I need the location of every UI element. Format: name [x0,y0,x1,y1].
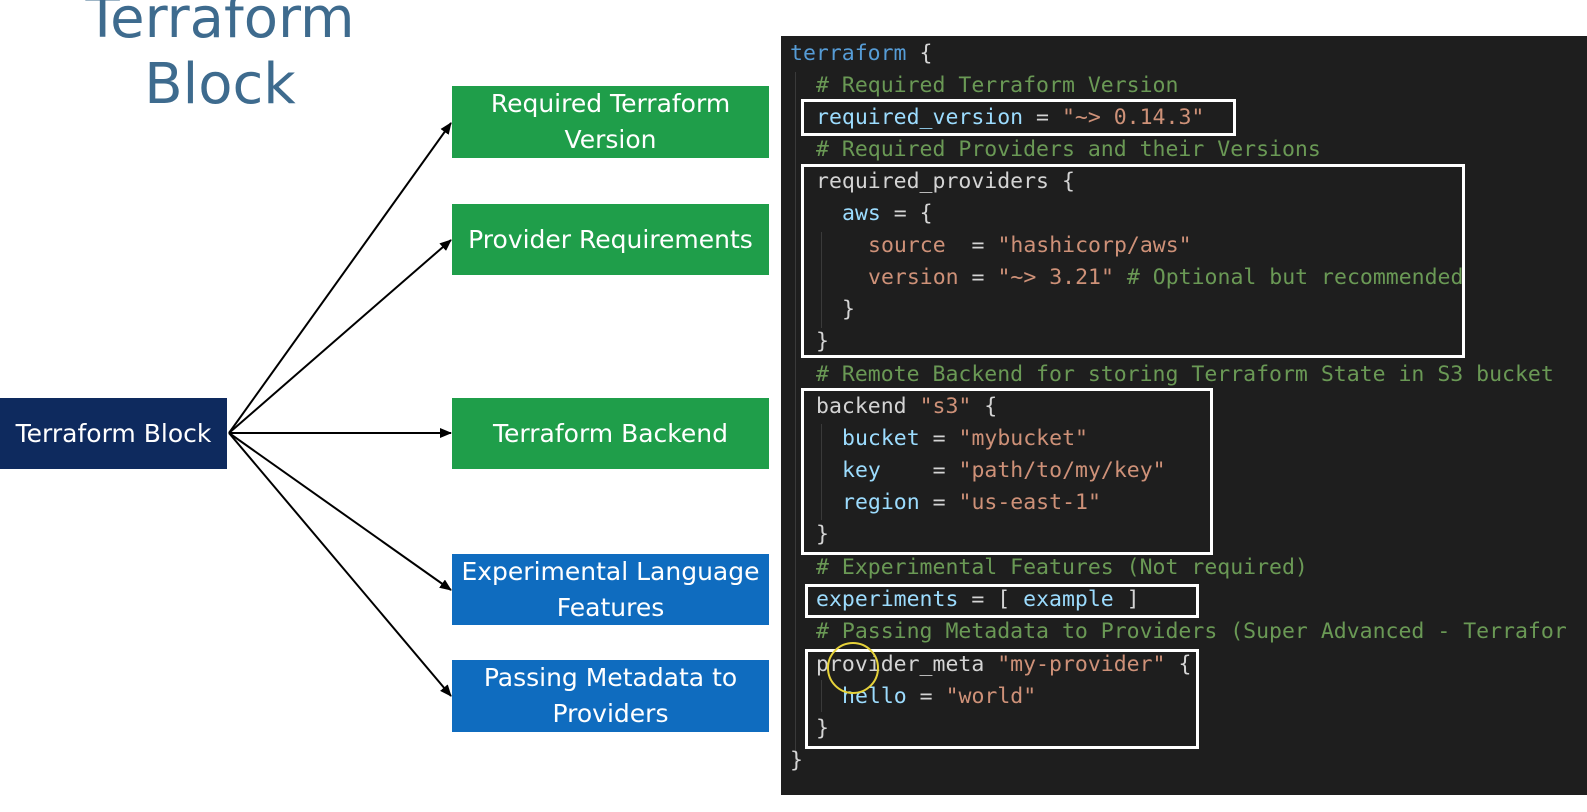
code-line: required_version = "~> 0.14.3" [816,105,1205,130]
terraform-block-node: Terraform Block [0,398,227,469]
cursor-highlight-ring [827,642,879,694]
indent-guide [821,680,822,712]
provider-requirements-node: Provider Requirements [452,204,769,275]
code-line: key = "path/to/my/key" [842,458,1166,483]
code-line: } [816,329,829,354]
arrow-to-passing-metadata [228,432,452,697]
passing-metadata-node: Passing Metadata to Providers [452,660,769,732]
highlight-backend [801,388,1213,555]
code-line: region = "us-east-1" [842,490,1101,515]
code-line: } [790,748,803,773]
code-comment: # Required Providers and their Versions [816,137,1321,162]
code-comment: # Experimental Features (Not required) [816,555,1308,580]
code-line: version = "~> 3.21" # Optional but recom… [868,265,1464,290]
highlight-experiments [805,584,1199,618]
code-editor-panel: terraform { # Required Terraform Version… [781,36,1587,795]
arrow-to-required-version [228,122,452,434]
code-line: experiments = [ example ] [816,587,1140,612]
indent-guide [795,72,796,764]
code-line: } [816,716,829,741]
highlight-provider-meta [805,649,1199,749]
code-line: required_providers { [816,169,1075,194]
code-line: bucket = "mybucket" [842,426,1088,451]
highlight-required-version [801,99,1236,136]
indent-guide [821,424,822,520]
arrow-to-provider-requirements [228,239,452,434]
code-line: } [816,522,829,547]
code-comment: # Remote Backend for storing Terraform S… [816,362,1554,387]
code-comment: # Required Terraform Version [816,73,1179,98]
code-line: source = "hashicorp/aws" [868,233,1192,258]
experimental-language-features-node: Experimental Language Features [452,554,769,625]
code-line: terraform { [790,41,933,66]
code-line: aws = { [842,201,933,226]
indent-guide [821,232,822,328]
arrow-to-experimental-features [228,432,452,591]
highlight-required-providers [801,164,1465,358]
terraform-backend-node: Terraform Backend [452,398,769,469]
slide-title: Terraform Block [85,0,355,117]
code-line: } [842,297,855,322]
code-comment: # Passing Metadata to Providers (Super A… [816,619,1567,644]
code-line: backend "s3" { [816,394,998,419]
required-terraform-version-node: Required Terraform Version [452,86,769,158]
